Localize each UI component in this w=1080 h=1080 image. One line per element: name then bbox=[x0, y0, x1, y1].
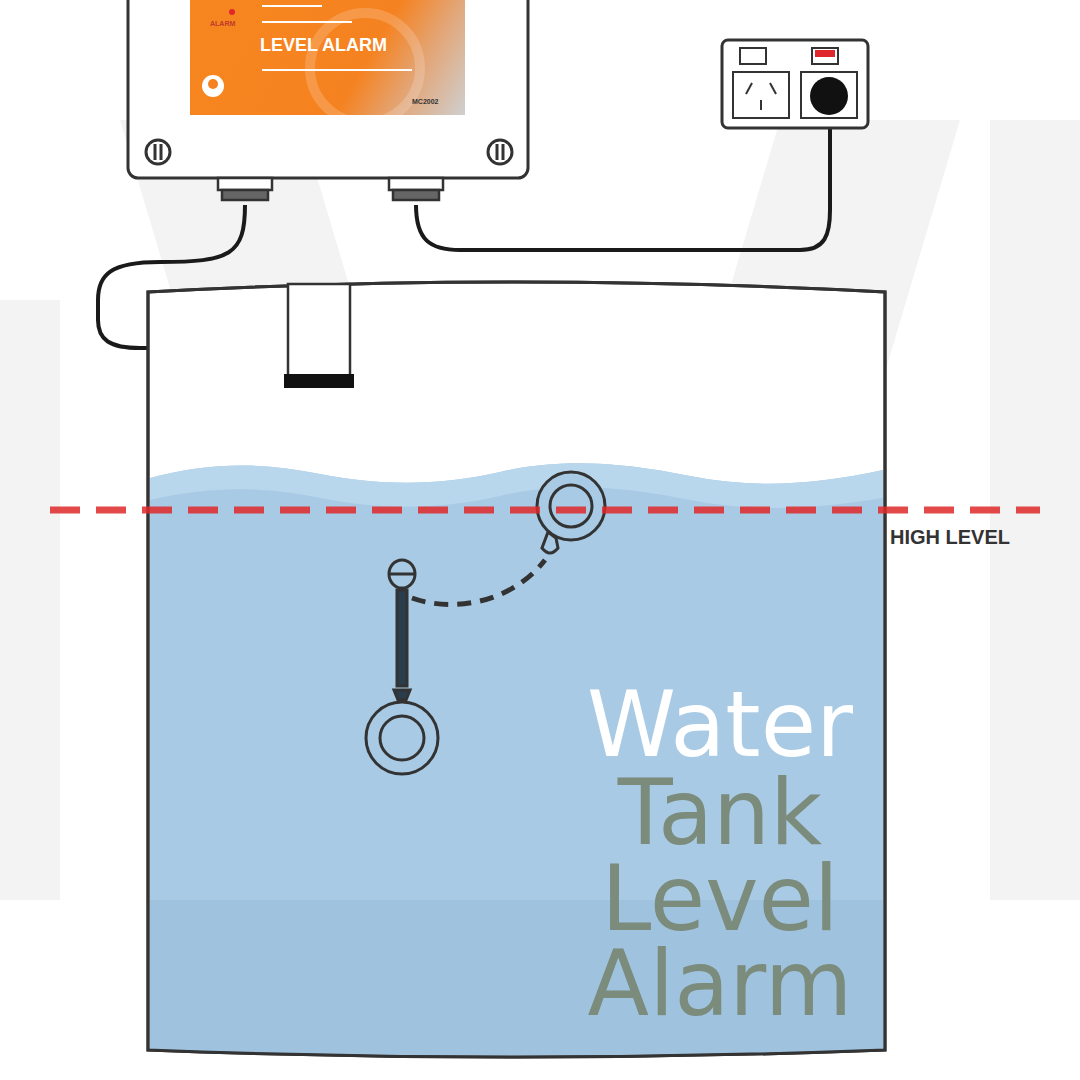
alarm-housing bbox=[128, 0, 528, 178]
float-switch bbox=[366, 472, 605, 774]
title-word: Water bbox=[560, 680, 880, 770]
high-level-line bbox=[50, 507, 1040, 514]
device-name: LEVEL ALARM bbox=[260, 36, 387, 54]
power-outlet bbox=[722, 40, 868, 128]
panel-graphics bbox=[190, 0, 465, 115]
water-surface bbox=[150, 463, 883, 508]
alarm-panel: ALARM LEVEL ALARM MC2002 bbox=[190, 0, 465, 115]
cable-gland bbox=[218, 178, 443, 200]
float-bracket bbox=[284, 284, 354, 388]
water bbox=[150, 463, 883, 1055]
model-number: MC2002 bbox=[412, 98, 438, 105]
housing-screw bbox=[146, 140, 512, 164]
water-tank bbox=[148, 282, 885, 1057]
led-label: ALARM bbox=[210, 20, 235, 27]
level-label: HIGH LEVEL bbox=[890, 526, 1075, 548]
title-words: Tank Level Alarm bbox=[560, 770, 880, 1027]
tank-outline bbox=[148, 282, 885, 1057]
